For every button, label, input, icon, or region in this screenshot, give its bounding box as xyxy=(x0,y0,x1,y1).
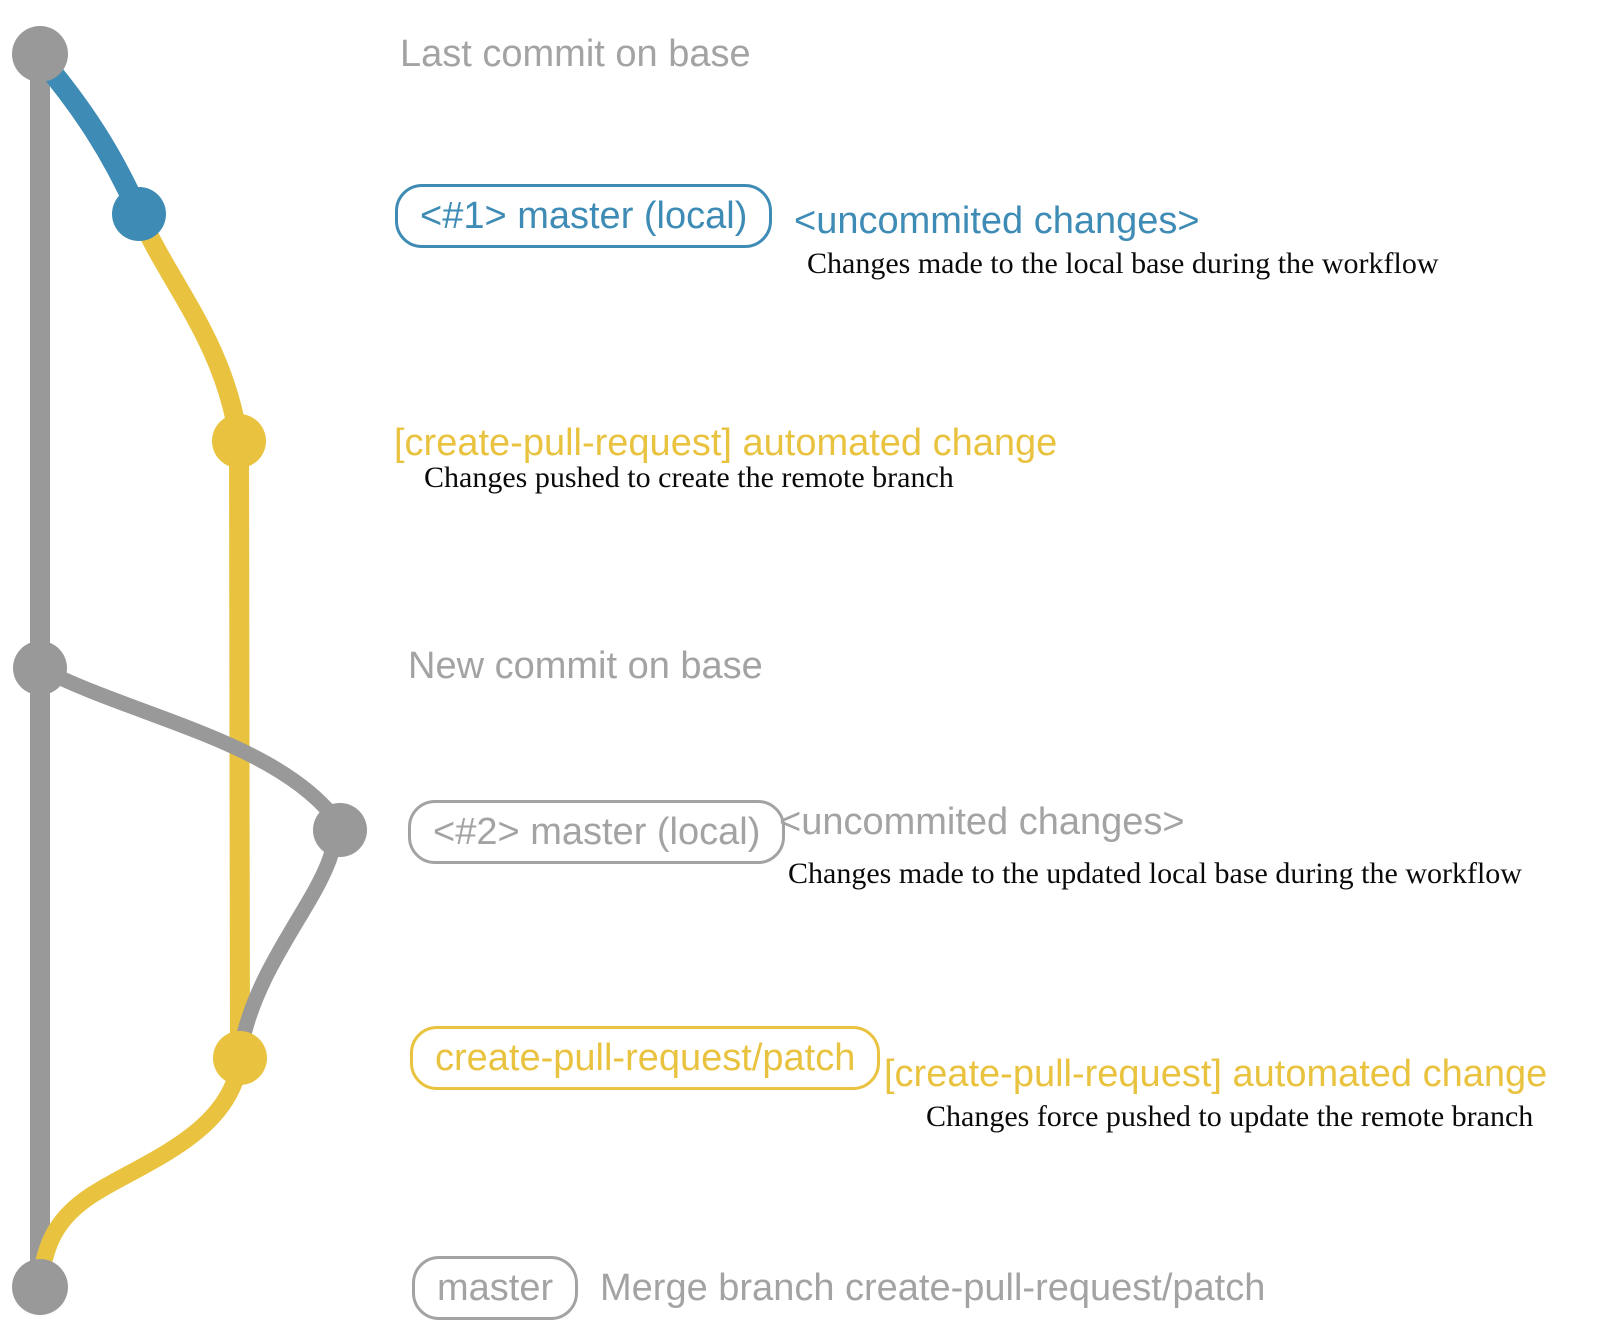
commit-node-new-commit-on-base xyxy=(13,641,67,695)
branch-badge-master-local-1: <#1> master (local) xyxy=(395,184,773,248)
commit-node-local-commit-2 xyxy=(313,803,367,857)
desc-local-changes-2: Changes made to the updated local base d… xyxy=(788,857,1522,890)
merge-curve xyxy=(32,1056,249,1281)
label-last-commit-on-base: Last commit on base xyxy=(400,33,751,75)
commit-node-last-commit-on-base xyxy=(12,26,68,82)
commit-node-merge-commit xyxy=(12,1259,68,1315)
commit-node-local-commit-1 xyxy=(112,187,166,241)
local-branch-curve-1 xyxy=(33,53,149,219)
note-uncommited-changes-2: <uncommited changes> xyxy=(779,801,1185,843)
label-merge-branch: Merge branch create-pull-request/patch xyxy=(600,1267,1266,1309)
local-branch-curve-2 xyxy=(36,661,343,1050)
note-automated-change-2: [create-pull-request] automated change xyxy=(884,1053,1548,1095)
desc-force-pushed: Changes force pushed to update the remot… xyxy=(926,1100,1534,1133)
commit-node-remote-commit-1 xyxy=(212,414,266,468)
desc-pushed-to-create: Changes pushed to create the remote bran… xyxy=(424,461,954,494)
remote-branch-curve-1 xyxy=(130,210,248,437)
commit-node-remote-commit-2 xyxy=(213,1031,267,1085)
desc-local-changes-1: Changes made to the local base during th… xyxy=(807,247,1439,280)
note-uncommited-changes-1: <uncommited changes> xyxy=(794,200,1200,242)
branch-badge-master-local-2: <#2> master (local) xyxy=(408,800,786,864)
branch-badge-create-pull-request-patch: create-pull-request/patch xyxy=(410,1026,881,1090)
label-new-commit-on-base: New commit on base xyxy=(408,645,763,687)
note-automated-change-1: [create-pull-request] automated change xyxy=(394,422,1058,464)
branch-badge-master: master xyxy=(412,1256,579,1320)
